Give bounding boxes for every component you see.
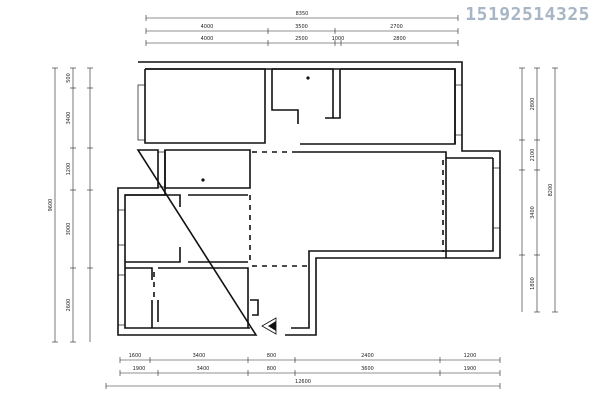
wall-bathroom [271, 68, 334, 124]
dimension-label: 1600 [129, 353, 142, 359]
dimension-lines [54, 17, 556, 387]
watermark-phone: 15192514325 [465, 4, 590, 25]
dimension-label: 800 [267, 353, 277, 359]
dimension-label: 3500 [295, 24, 308, 30]
window [117, 209, 126, 246]
windows [117, 84, 501, 326]
dimension-label: 2100 [530, 149, 536, 162]
dimension-label: 3400 [66, 112, 72, 125]
dimension-label: 1000 [332, 36, 345, 42]
dimension-label: 3400 [530, 206, 536, 219]
entrance-arrow-icon [261, 317, 277, 335]
dimension-label: 1800 [530, 277, 536, 290]
dimension-label: 2700 [390, 24, 403, 30]
dimension-label: 3400 [197, 366, 210, 372]
dimension-label: 1200 [464, 353, 477, 359]
floor-drain-icon [201, 178, 205, 182]
dimension-label: 2800 [393, 36, 406, 42]
window [157, 151, 166, 188]
window [454, 84, 463, 136]
door-openings [153, 151, 444, 298]
dimension-label: 2400 [361, 353, 374, 359]
wall-bedroom-2 [300, 68, 456, 145]
dimension-label: 500 [66, 73, 72, 83]
window [117, 274, 126, 326]
window [492, 167, 501, 229]
dimension-label: 2600 [66, 299, 72, 312]
window [137, 84, 146, 141]
dimension-label: 800 [267, 366, 277, 372]
dimension-label: 1200 [66, 163, 72, 176]
wall-bedroom-3 [125, 194, 248, 263]
dimension-label: 1900 [133, 366, 146, 372]
dimension-label: 8350 [296, 11, 309, 17]
dimension-labels: 8350 4000 3500 2700 4000 2500 1000 2800 9600 500 3… [48, 11, 558, 389]
dimension-label: 1900 [464, 366, 477, 372]
dimension-label: 8200 [548, 184, 554, 197]
wall-kitchen [164, 149, 251, 189]
walls [117, 61, 501, 336]
wall-corridor [250, 299, 259, 316]
dimension-label: 3000 [66, 223, 72, 236]
dimension-label: 9600 [48, 199, 54, 212]
dimension-label: 3600 [361, 366, 374, 372]
dimension-label: 4000 [201, 24, 214, 30]
wall-bedroom-1 [144, 68, 266, 144]
floor-drain-icon [306, 76, 310, 80]
wall-living [292, 151, 493, 258]
dimension-label: 12600 [295, 379, 311, 385]
dimension-label: 4000 [201, 36, 214, 42]
wall-bedroom-4 [125, 267, 249, 328]
dimension-label: 3400 [193, 353, 206, 359]
dimension-label: 2500 [295, 36, 308, 42]
dimension-label: 2800 [530, 98, 536, 111]
